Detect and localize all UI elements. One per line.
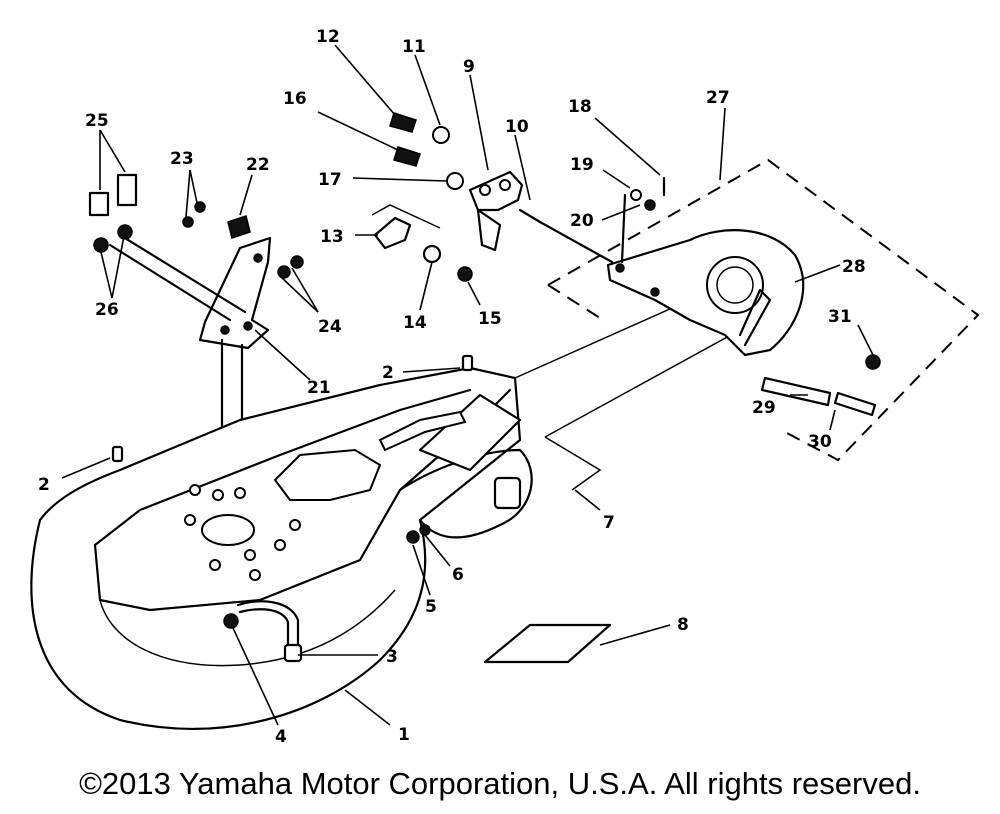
hole — [209, 559, 221, 571]
callout-23: 23 — [170, 149, 194, 169]
link-rod — [518, 208, 614, 264]
washer-26b — [117, 224, 133, 240]
washer-17 — [446, 172, 464, 190]
bolt-16 — [393, 146, 421, 167]
link-hole — [479, 184, 491, 196]
nut — [644, 199, 656, 211]
callout-26: 26 — [95, 300, 119, 320]
callout-15: 15 — [478, 309, 502, 329]
nut-24a — [290, 255, 304, 269]
cam-block — [373, 216, 412, 250]
callout-17: 17 — [318, 170, 342, 190]
callout-6: 6 — [452, 565, 464, 585]
mount-bracket — [198, 236, 272, 350]
copyright-notice: ©2013 Yamaha Motor Corporation, U.S.A. A… — [79, 766, 921, 801]
pin — [833, 391, 877, 417]
cowling-inner-rim — [99, 589, 396, 667]
callout-25: 25 — [85, 111, 109, 131]
bracket-arm — [108, 233, 247, 322]
callout-24: 24 — [318, 317, 342, 337]
rod — [620, 193, 627, 264]
hole — [244, 549, 256, 561]
hole — [249, 569, 261, 581]
link-plate — [468, 170, 524, 212]
dowel-pin — [111, 445, 124, 463]
cowling-latch — [493, 476, 522, 510]
callout-21: 21 — [307, 378, 331, 398]
bracket-bolt — [615, 263, 625, 273]
seal-plate — [483, 623, 612, 664]
callout-3: 3 — [386, 647, 398, 667]
cowling-washer — [419, 524, 431, 536]
hole — [189, 484, 201, 496]
callout-22: 22 — [246, 155, 270, 175]
callout-29: 29 — [752, 398, 776, 418]
callout-18: 18 — [568, 97, 592, 117]
top-plate-center-hole — [201, 514, 255, 546]
collar — [422, 244, 442, 264]
callout-8: 8 — [677, 615, 689, 635]
callout-20: 20 — [570, 211, 594, 231]
hole — [184, 514, 196, 526]
washer-11 — [432, 126, 450, 144]
callout-11: 11 — [402, 37, 426, 57]
nut-24b — [277, 265, 291, 279]
callout-labels: 1 2 2 3 4 5 6 7 8 9 10 11 12 13 14 15 16… — [38, 27, 866, 747]
bolt-12 — [389, 112, 417, 133]
link-arm — [476, 208, 502, 252]
bracket-bolt-a — [220, 325, 230, 335]
top-plate-slot — [378, 410, 467, 452]
callout-12: 12 — [316, 27, 340, 47]
cowling-side-housing — [398, 448, 533, 539]
hole — [212, 489, 224, 501]
bracket-bore — [706, 256, 764, 314]
callout-14: 14 — [403, 313, 427, 333]
top-plate-cutout — [273, 448, 382, 501]
callout-16: 16 — [283, 89, 307, 109]
leader-lines — [61, 44, 874, 726]
assembly-guide-lines — [514, 299, 741, 491]
callout-13: 13 — [320, 227, 344, 247]
bolt-25a — [88, 191, 110, 217]
hole — [274, 539, 286, 551]
washer — [630, 189, 642, 201]
callout-30: 30 — [808, 432, 832, 452]
link-hole — [499, 179, 511, 191]
callout-9: 9 — [463, 57, 475, 77]
callout-19: 19 — [570, 155, 594, 175]
bushing — [457, 266, 473, 282]
hole — [234, 487, 246, 499]
hose-end — [283, 643, 303, 663]
breather-hose — [236, 600, 300, 654]
callout-1: 1 — [398, 725, 410, 745]
clip-22 — [227, 215, 251, 239]
bracket-bolt — [650, 287, 660, 297]
clip — [865, 354, 881, 370]
subassembly-dashed-box — [547, 158, 980, 462]
bracket-bolt-b — [243, 321, 253, 331]
callout-7: 7 — [603, 513, 615, 533]
callout-31: 31 — [828, 307, 852, 327]
screw-23a — [194, 201, 206, 213]
callout-2b: 2 — [382, 363, 394, 383]
cowling-bolt — [406, 530, 420, 544]
bracket-bore-inner — [716, 266, 754, 304]
dowel-pin — [461, 354, 474, 372]
bracket-bolt-c — [253, 253, 263, 263]
bolt-25b — [116, 173, 138, 207]
callout-28: 28 — [842, 257, 866, 277]
callout-5: 5 — [425, 597, 437, 617]
shaft — [760, 376, 832, 407]
callout-10: 10 — [505, 117, 529, 137]
screw-23b — [182, 216, 194, 228]
hole — [289, 519, 301, 531]
callout-2a: 2 — [38, 475, 50, 495]
bracket-lever — [738, 288, 772, 347]
callout-27: 27 — [706, 88, 730, 108]
callout-4: 4 — [275, 727, 287, 747]
cam-wire — [371, 204, 441, 229]
cowling-bracket — [606, 229, 805, 357]
grommet — [223, 613, 239, 629]
